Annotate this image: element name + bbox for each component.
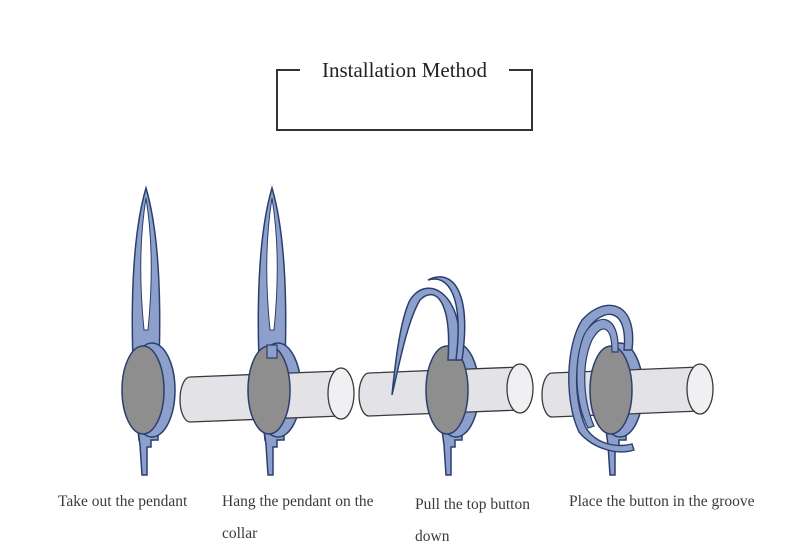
collar-tube-end <box>327 367 355 420</box>
step-4-caption: Place the button in the groove <box>569 493 755 510</box>
pendant-disc <box>425 345 469 435</box>
pendant-loop-hole <box>266 197 278 331</box>
step-1-caption: Take out the pendant <box>58 493 188 510</box>
pendant-band-inner <box>576 318 619 429</box>
pendant-loop-pulled <box>391 287 461 396</box>
pendant-disc <box>589 345 633 435</box>
pendant-loop-hole <box>140 197 152 331</box>
step-2-caption: Hang the pendant on the collar <box>222 493 374 542</box>
pendant-disc <box>121 345 165 435</box>
pendant-strap <box>266 344 278 359</box>
collar-tube-end <box>686 363 714 415</box>
diagram-title: Installation Method <box>321 58 488 82</box>
collar-tube-end <box>506 363 534 414</box>
step-1-illustration <box>121 185 176 476</box>
step-2-illustration <box>179 185 355 476</box>
step-4-illustration <box>541 304 714 476</box>
pendant-disc <box>247 345 291 435</box>
step-3-caption: Pull the top button down <box>415 496 530 545</box>
title-frame <box>276 69 533 131</box>
step-3-illustration <box>358 276 534 476</box>
pendant-loop-back <box>427 276 466 361</box>
